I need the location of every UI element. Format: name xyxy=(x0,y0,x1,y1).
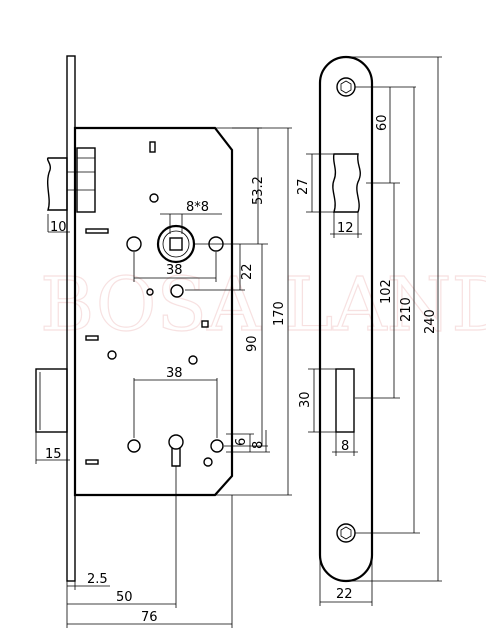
front-view: 10 8*8 38 53.2 22 170 xyxy=(35,55,292,628)
dim-deadbolt-throw: 15 xyxy=(45,447,62,462)
hole xyxy=(188,355,198,365)
faceplate-view: 60 27 12 102 210 240 xyxy=(296,55,442,606)
hole xyxy=(203,457,213,467)
keyhole xyxy=(168,434,184,467)
dim-backset: 50 xyxy=(116,590,133,605)
top-screw xyxy=(336,77,356,97)
rosette-hole-key-right xyxy=(210,439,224,453)
brand-watermark: BOSA LAND xyxy=(39,261,486,348)
dim-key-offset-a: 6 xyxy=(234,438,249,446)
latch-bolt xyxy=(46,147,96,213)
dim-latch-depth: 10 xyxy=(50,220,67,235)
deadbolt xyxy=(35,368,68,433)
hole xyxy=(170,284,184,298)
rosette-hole-key-left xyxy=(127,439,141,453)
dim-handle-key-distance: 90 xyxy=(245,335,260,352)
dim-faceplate-thickness: 2.5 xyxy=(87,572,108,587)
top-slot xyxy=(149,141,156,153)
dim-key-rosette: 38 xyxy=(166,366,183,381)
dim-latch-bolt-distance: 102 xyxy=(379,279,394,304)
dim-body-depth: 76 xyxy=(141,610,158,625)
stud-slot-2 xyxy=(85,335,99,341)
dim-latch-width: 12 xyxy=(337,221,354,236)
rosette-hole-left xyxy=(126,236,142,252)
faceplate-dimensions: 60 27 12 102 210 240 xyxy=(296,56,442,606)
dim-bolt-height: 30 xyxy=(298,391,313,408)
stud-slot-3 xyxy=(85,459,99,465)
front-dimensions: 10 8*8 38 53.2 22 170 xyxy=(35,127,292,628)
dim-top-screw-to-latch: 60 xyxy=(375,114,390,131)
bolt-cutout xyxy=(335,368,355,433)
dim-screw-distance: 210 xyxy=(399,297,414,322)
bottom-screw xyxy=(336,523,356,543)
dim-spindle-top-offset: 53.2 xyxy=(251,176,266,205)
latch-cutout xyxy=(332,153,361,213)
dim-body-height: 170 xyxy=(272,301,287,326)
watermark-text: BOSA LAND xyxy=(40,262,486,348)
square-pin xyxy=(201,320,209,328)
dim-key-offset-b: 8 xyxy=(251,441,266,449)
dim-faceplate-length: 240 xyxy=(423,309,438,334)
stud-slot-1 xyxy=(85,228,109,234)
dim-bolt-width: 8 xyxy=(341,439,349,454)
dim-spindle-rosette: 38 xyxy=(166,263,183,278)
dim-spindle-bolt-offset: 22 xyxy=(240,263,255,280)
hole xyxy=(146,288,154,296)
dim-latch-height: 27 xyxy=(296,178,311,195)
follower-hub xyxy=(156,224,196,264)
dim-square-spindle: 8*8 xyxy=(186,200,209,215)
dim-faceplate-width: 22 xyxy=(336,587,353,602)
hole xyxy=(107,350,117,360)
hole xyxy=(149,193,159,203)
